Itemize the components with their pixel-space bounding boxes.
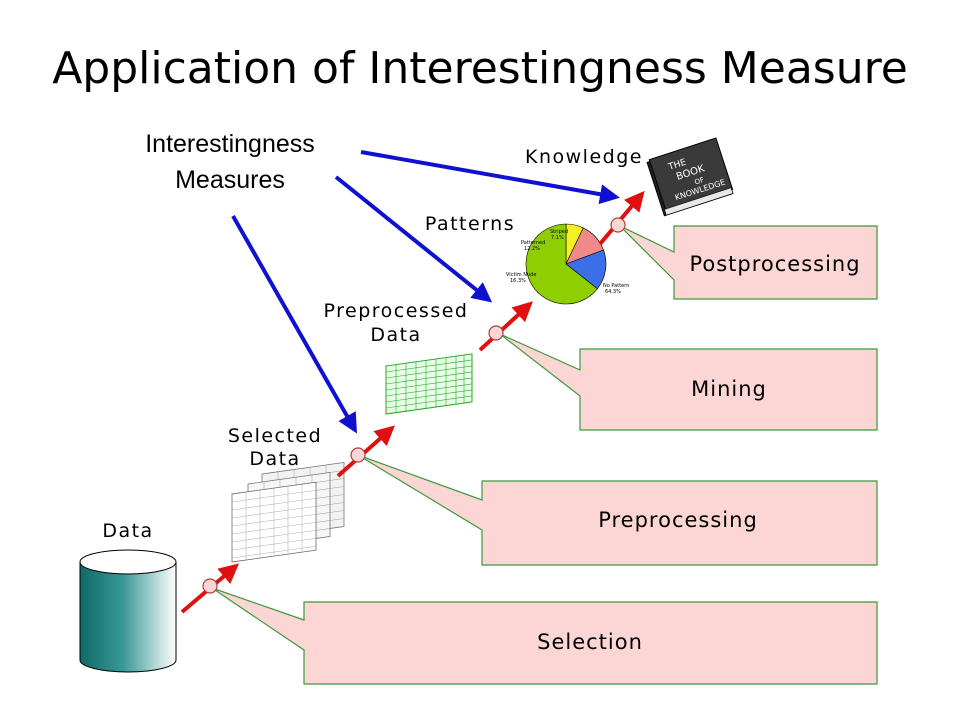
- pie-label-victim-nude: Victim Nude: [506, 272, 536, 278]
- stage-label-knowledge: Knowledge: [525, 146, 643, 168]
- patterns-pie-icon: Striped 7.1% Patterned 12.2% Victim Nude…: [506, 223, 629, 305]
- stage-label-preprocessed-line2: Data: [370, 324, 421, 346]
- hub-circle-postprocessing: [610, 217, 626, 233]
- selected-data-tables-icon: [231, 462, 345, 563]
- book-of-knowledge-icon: THE BOOK OF KNOWLEDGE: [646, 137, 734, 217]
- pie-slice-no-pattern: [525, 223, 598, 305]
- stage-label-selected-line2: Data: [249, 448, 300, 470]
- hub-circles: [202, 217, 626, 594]
- page-title: Application of Interestingness Measure: [52, 43, 908, 94]
- hub-circle-preprocessing: [350, 447, 366, 463]
- measures-label: Interestingness Measures: [145, 130, 315, 194]
- hub-circle-mining: [488, 325, 504, 341]
- callout-mining: Mining: [499, 333, 878, 431]
- arrow-measures-to-selected: [231, 215, 357, 434]
- pie-label-striped: Striped: [550, 229, 568, 235]
- arrow-measures-to-patterns: [334, 175, 493, 303]
- stage-label-selected-line1: Selected: [228, 425, 322, 447]
- callout-preprocessing-label: Preprocessing: [598, 508, 758, 532]
- stage-label-data: Data: [102, 520, 153, 542]
- arrow-measures-to-knowledge: [360, 150, 620, 205]
- pie-value-victim-nude: 16.3%: [510, 278, 526, 284]
- arrow-preprocessed-to-patterns: [478, 301, 533, 352]
- preprocessed-data-grid-icon: [385, 353, 473, 415]
- stage-label-preprocessed-line1: Preprocessed: [324, 300, 469, 322]
- pie-value-no-pattern: 64.3%: [605, 289, 621, 295]
- measure-arrows: [231, 150, 620, 434]
- callout-selection: Selection: [211, 587, 878, 685]
- callout-selection-label: Selection: [537, 630, 643, 654]
- pie-label-patterned: Patterned: [521, 240, 545, 246]
- callout-postprocessing: Postprocessing: [619, 225, 878, 300]
- data-cylinder-icon: [79, 549, 177, 673]
- callout-mining-label: Mining: [691, 377, 767, 401]
- pie-label-no-pattern: No Pattern: [603, 283, 629, 289]
- pie-value-striped: 7.1%: [551, 235, 564, 241]
- arrow-selected-to-preprocessed: [336, 425, 395, 478]
- callout-preprocessing: Preprocessing: [357, 454, 878, 566]
- pie-value-patterned: 12.2%: [524, 246, 540, 252]
- stage-label-patterns: Patterns: [425, 213, 515, 235]
- measures-label-line2: Measures: [175, 166, 285, 194]
- callout-postprocessing-label: Postprocessing: [689, 252, 860, 276]
- measures-label-line1: Interestingness: [145, 130, 315, 158]
- hub-circle-selection: [202, 578, 218, 594]
- book-line3: OF: [694, 176, 706, 187]
